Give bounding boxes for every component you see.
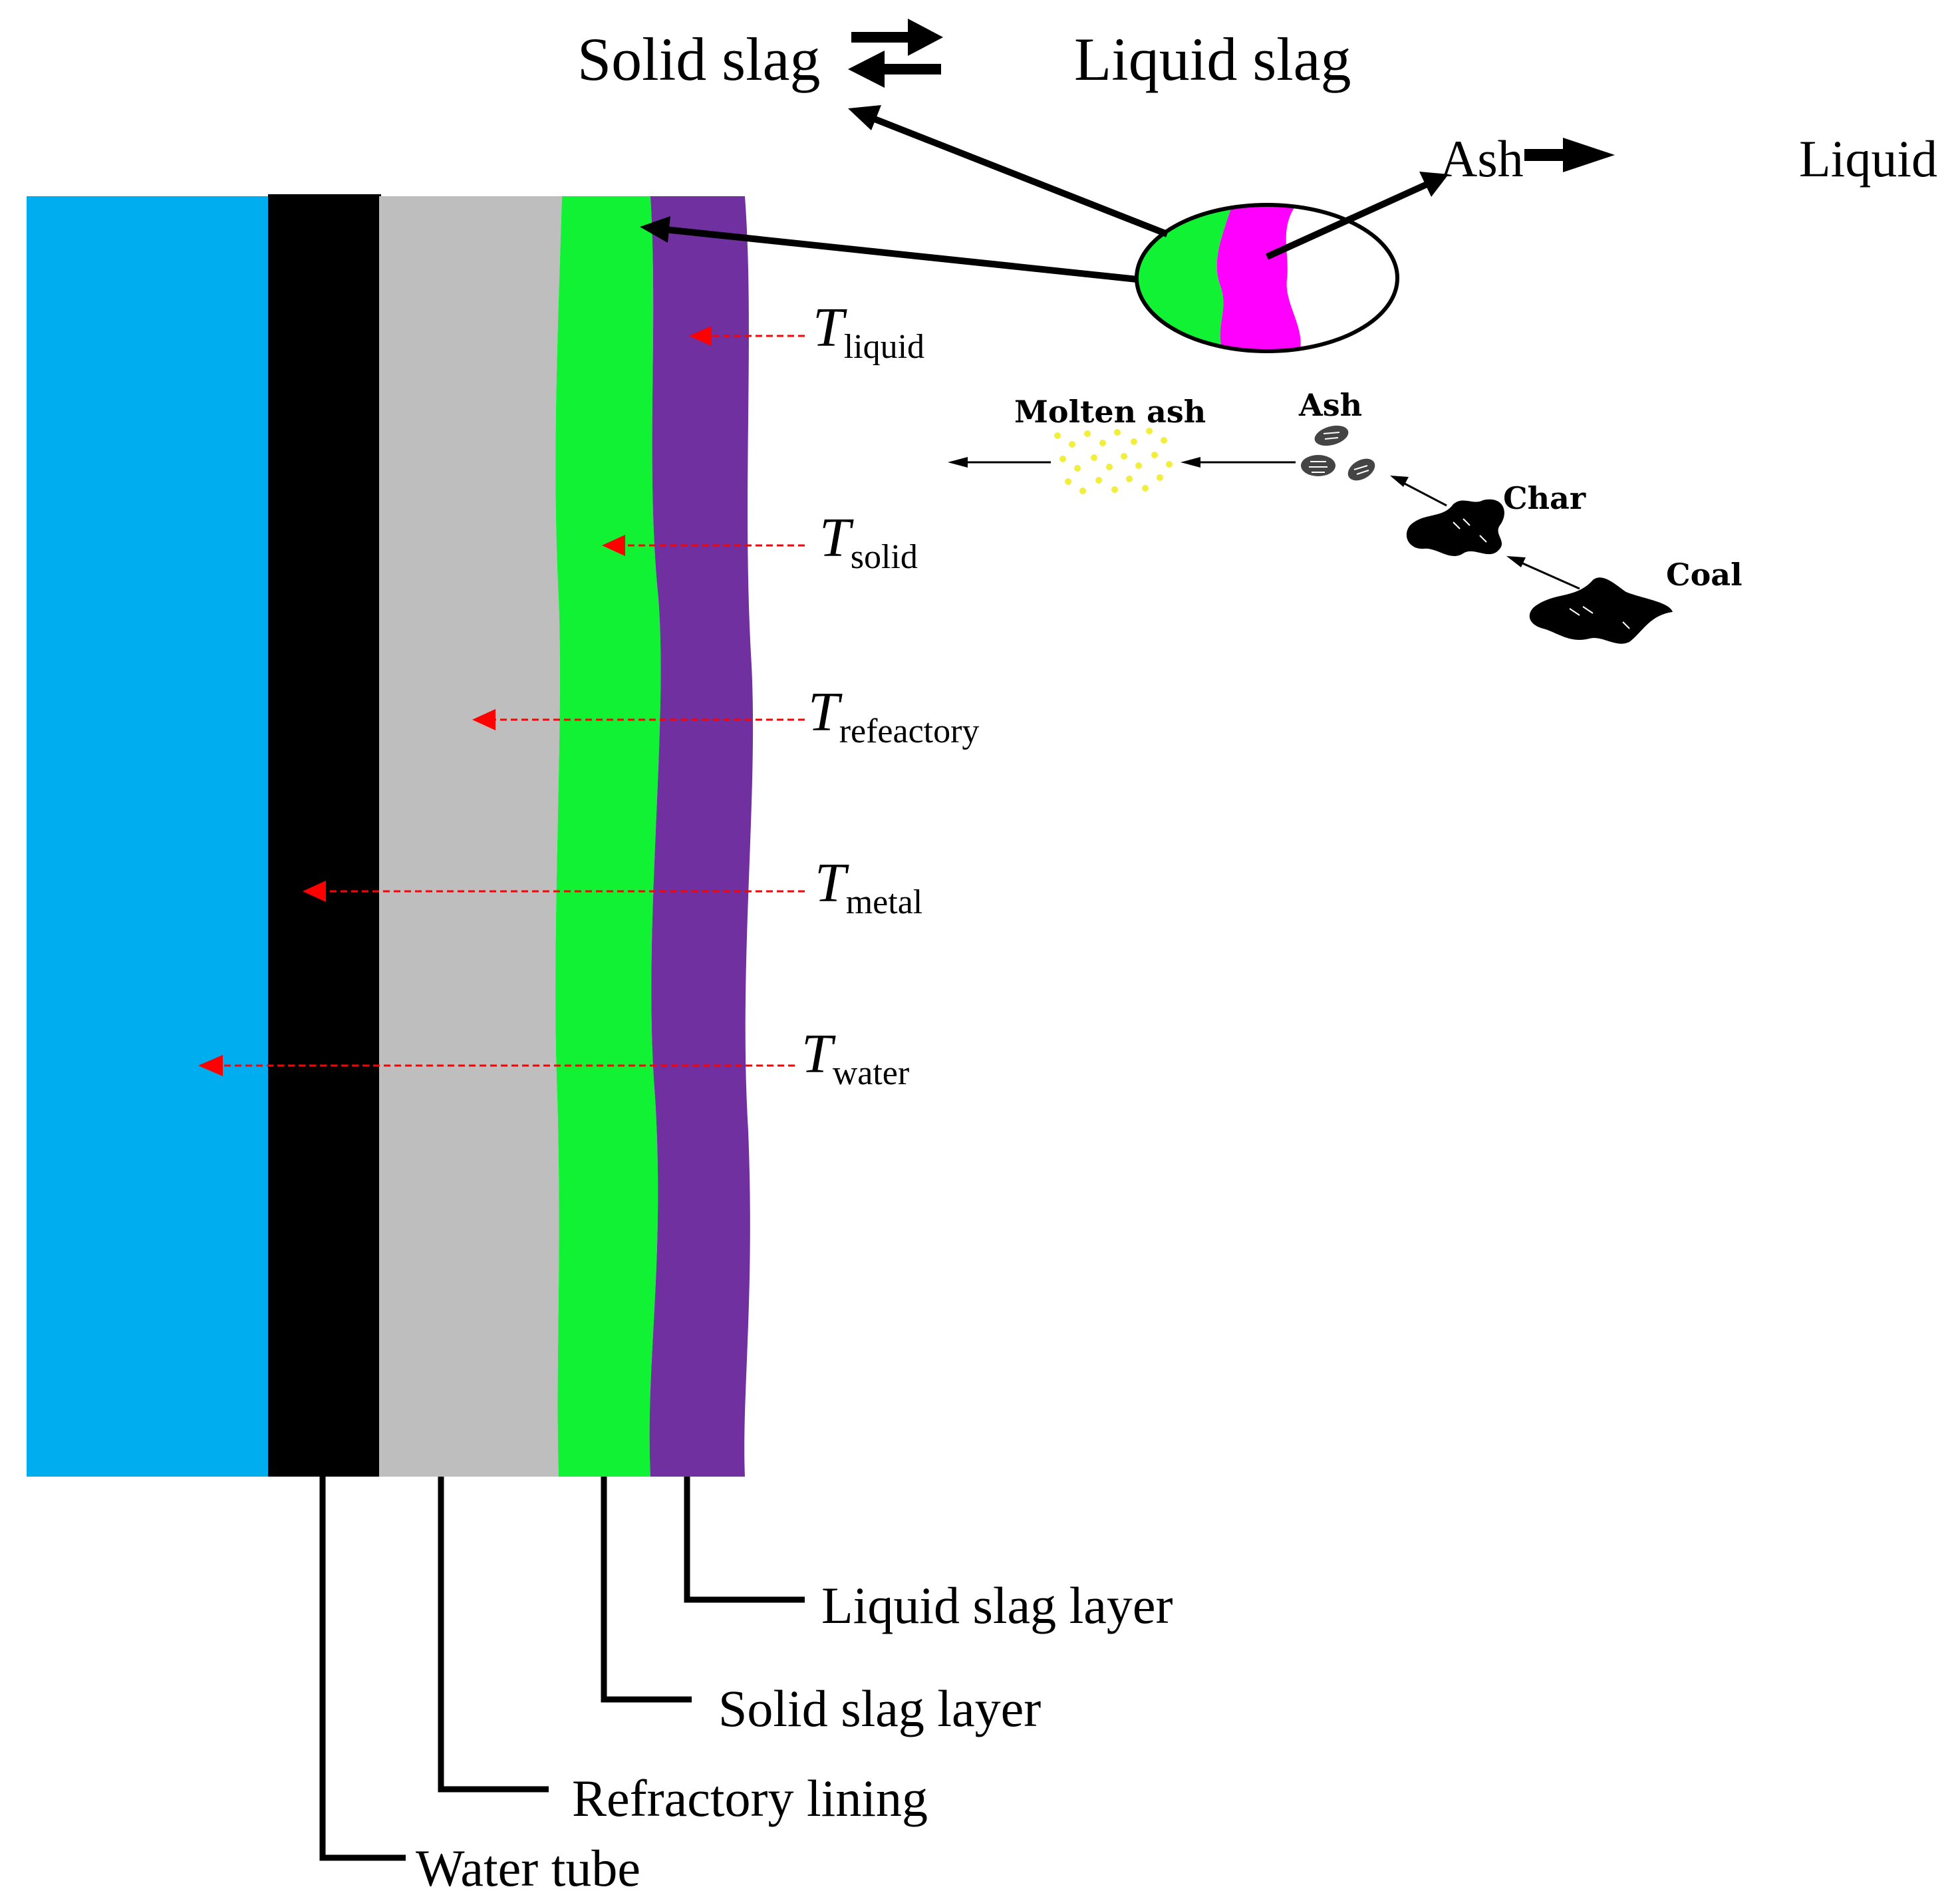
t-refractory-symbol: T — [808, 681, 843, 743]
wall-layers — [27, 194, 754, 1477]
refractory-leader — [438, 1477, 549, 1793]
solid-slag-leader — [601, 1477, 692, 1703]
t-refractory-sub: refeactory — [839, 712, 980, 750]
water-tube-label: Water tube — [416, 1839, 640, 1897]
refractory-lining-label: Refractory lining — [572, 1769, 928, 1827]
temperature-markers: Tliquid Tsolid Trefeactory Tmetal Twater — [198, 297, 979, 1092]
svg-text:Tsolid: Tsolid — [819, 507, 918, 576]
t-water-sub: water — [833, 1054, 909, 1092]
t-refractory-marker: Trefeactory — [472, 681, 979, 750]
t-solid-sub: solid — [851, 538, 918, 576]
magnifier-circle-icon — [1135, 203, 1399, 353]
t-water-marker: Twater — [198, 1023, 909, 1092]
double-arrow-icon — [848, 19, 943, 88]
pointer-to-ash — [1265, 180, 1432, 260]
liquid-slag-leader — [684, 1477, 805, 1603]
solid-slag-layer-label: Solid slag layer — [718, 1679, 1041, 1737]
t-solid-marker: Tsolid — [602, 507, 918, 576]
char-label: Char — [1503, 480, 1586, 516]
ash-particle-icon — [1301, 425, 1375, 481]
t-liquid-sub: liquid — [844, 328, 924, 366]
water-tube-region — [27, 196, 269, 1477]
pointer-to-solid-slag — [867, 113, 1169, 237]
liquid-slag-layer-label: Liquid slag layer — [821, 1576, 1173, 1634]
solid-slag-region — [555, 196, 661, 1477]
phase-change-header: Solid slag Liquid slag Ash Liquid — [577, 19, 1937, 188]
liquid-slag-region — [649, 196, 754, 1477]
coal-label: Coal — [1666, 557, 1743, 593]
liquid-text: Liquid — [1799, 130, 1937, 188]
refractory-region — [379, 196, 562, 1477]
ash-text: Ash — [1440, 130, 1524, 188]
svg-text:Twater: Twater — [801, 1023, 909, 1092]
right-arrow-icon — [1524, 138, 1615, 172]
svg-text:Tliquid: Tliquid — [813, 297, 924, 366]
t-liquid-symbol: T — [813, 297, 847, 359]
coal-particle-icon — [1529, 577, 1673, 644]
pointer-to-wall — [664, 226, 1138, 283]
solid-slag-text: Solid slag — [577, 25, 820, 93]
particle-path: Molten ash Ash Char Coal — [948, 387, 1743, 644]
t-metal-marker: Tmetal — [303, 852, 922, 921]
t-metal-sub: metal — [846, 883, 923, 921]
liquid-slag-text: Liquid slag — [1074, 25, 1351, 93]
svg-text:Trefeactory: Trefeactory — [808, 681, 979, 750]
ash-label: Ash — [1298, 387, 1362, 423]
layer-labels: Liquid slag layer Solid slag layer Refra… — [319, 1477, 1173, 1897]
t-liquid-marker: Tliquid — [689, 297, 924, 366]
svg-text:Tmetal: Tmetal — [815, 852, 922, 921]
t-water-symbol: T — [801, 1023, 836, 1085]
molten-ash-dots — [1054, 428, 1173, 494]
t-metal-symbol: T — [815, 852, 849, 914]
char-particle-icon — [1406, 499, 1504, 557]
metal-wall-region — [268, 194, 381, 1477]
molten-ash-label: Molten ash — [1014, 394, 1206, 430]
inset-pointers — [640, 105, 1449, 283]
water-tube-leader — [319, 1477, 406, 1861]
t-solid-symbol: T — [819, 507, 854, 569]
